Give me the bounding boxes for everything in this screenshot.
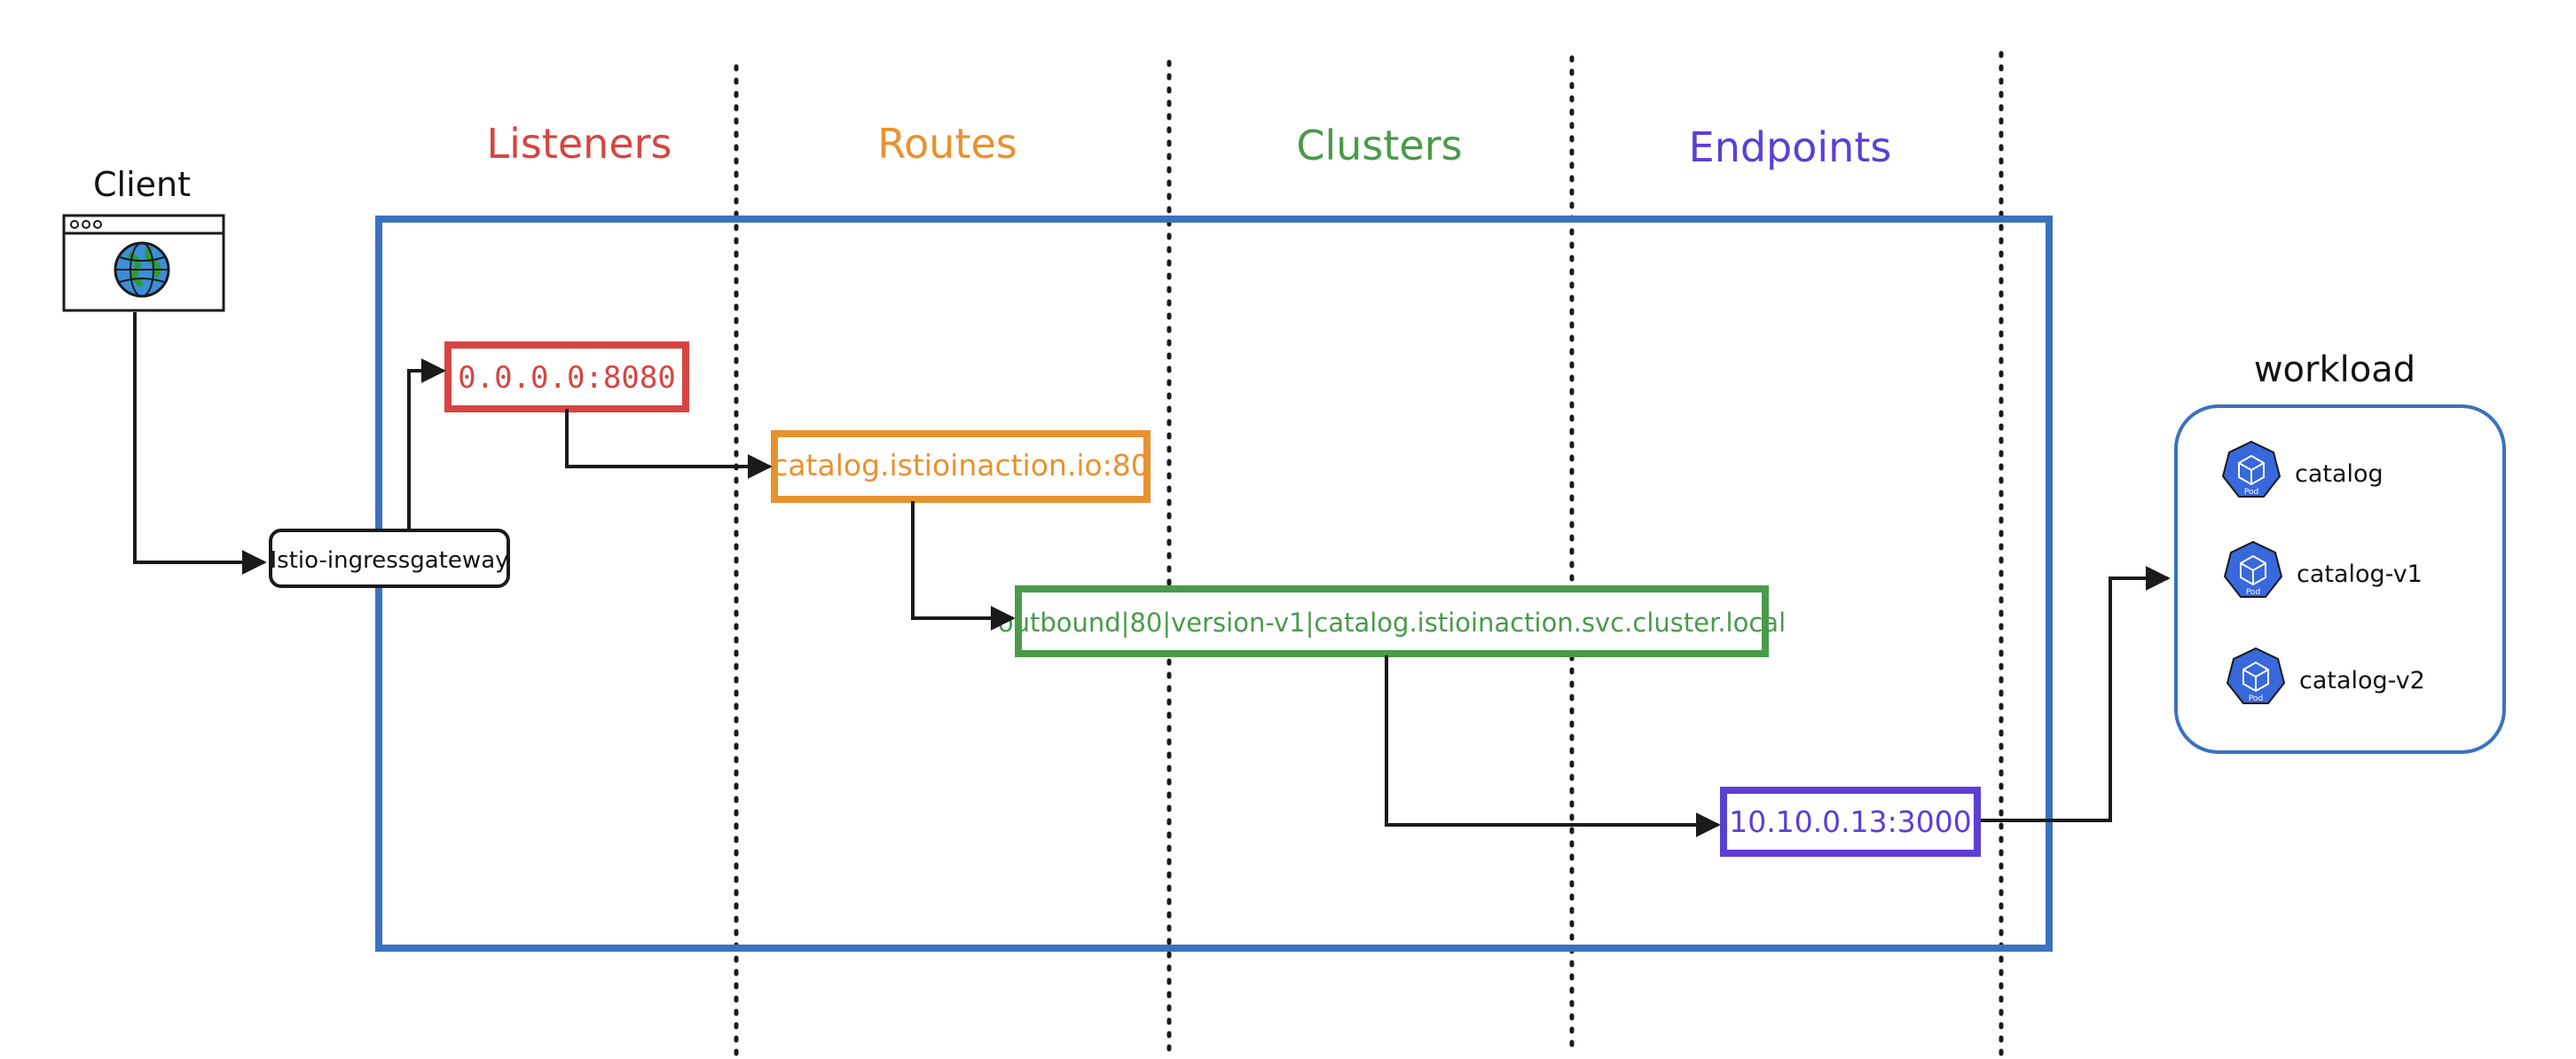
arrow-gateway-to-listener [407,358,446,530]
workload-title: workload [2254,349,2415,390]
route-box [771,430,1151,503]
column-heading-listeners: Listeners [486,120,671,168]
arrow-listener-to-route [565,409,773,479]
browser-globe-icon [62,214,225,312]
cluster-box [1015,585,1769,657]
pod-catalog-v2-label: catalog-v2 [2299,667,2425,694]
arrow-endpoint-to-workload [1981,566,2171,822]
column-heading-routes: Routes [877,120,1017,168]
ingress-gateway-box [269,529,510,588]
pod-badge: Pod [2246,588,2260,597]
pod-catalog-v2: Pod catalog-v2 [2226,647,2425,704]
pod-catalog-v1: Pod catalog-v1 [2223,540,2423,598]
ingress-gateway-label: Istio-ingressgateway [270,547,508,574]
pod-badge: Pod [2244,488,2258,497]
arrow-client-to-gateway [133,312,267,575]
endpoint-box [1720,787,1981,857]
column-heading-endpoints: Endpoints [1689,123,1892,171]
pod-catalog: Pod catalog [2221,440,2384,498]
route-label: catalog.istioinaction.io:80 [772,448,1150,482]
client-label: Client [93,165,191,204]
pod-catalog-v1-label: catalog-v1 [2297,561,2423,588]
listener-label: 0.0.0.0:8080 [458,360,676,396]
pod-badge: Pod [2249,694,2263,703]
arrow-cluster-to-endpoint [1385,655,1721,837]
endpoint-label: 10.10.0.13:3000 [1729,804,1972,839]
cluster-label: outbound|80|version-v1|catalog.istioinac… [998,608,1786,638]
column-heading-clusters: Clusters [1296,122,1462,169]
arrow-route-to-cluster [911,501,1016,631]
pod-catalog-label: catalog [2295,460,2384,488]
